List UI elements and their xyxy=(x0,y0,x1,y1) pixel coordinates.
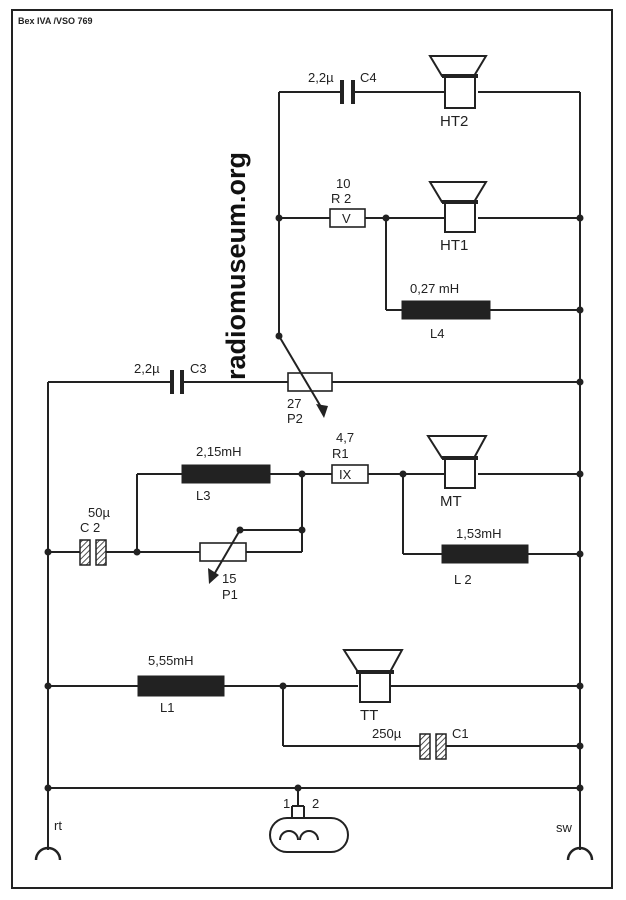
mt-branch xyxy=(48,473,580,555)
capacitor-c3 xyxy=(170,370,184,394)
l4-label: L4 xyxy=(430,326,444,341)
speaker-tt xyxy=(342,649,404,703)
p2-value: 27 xyxy=(287,396,301,411)
capacitor-c4 xyxy=(340,80,355,104)
tt-branch xyxy=(48,685,580,747)
speaker-mt xyxy=(426,435,488,489)
inductor-l1 xyxy=(137,675,225,697)
capacitor-c2 xyxy=(79,539,107,566)
p1-label: P1 xyxy=(222,587,238,602)
terminal-rt-label: rt xyxy=(54,818,62,833)
junction-dot xyxy=(275,214,283,222)
l3-value: 2,15mH xyxy=(196,444,242,459)
junction-dot xyxy=(576,470,584,478)
ht1-branch xyxy=(279,217,580,311)
junction-dot xyxy=(298,470,306,478)
resistor-r2 xyxy=(329,208,366,228)
c2-label: C 2 xyxy=(80,520,100,535)
r2-value: 10 xyxy=(336,176,350,191)
junction-dot xyxy=(298,526,306,534)
mt-label: MT xyxy=(440,493,462,510)
p2-label: P2 xyxy=(287,411,303,426)
r1-label: R1 xyxy=(332,446,349,461)
p1-value: 15 xyxy=(222,571,236,586)
junction-dot xyxy=(576,306,584,314)
c1-value: 250µ xyxy=(372,726,402,741)
junction-dot xyxy=(576,214,584,222)
c4-value: 2,2µ xyxy=(308,70,334,85)
l1-value: 5,55mH xyxy=(148,653,194,668)
terminal-sw-label: sw xyxy=(556,820,573,835)
speaker-ht1 xyxy=(428,181,488,233)
r2-symbol: V xyxy=(342,211,351,226)
junction-dot xyxy=(382,214,390,222)
l4-value: 0,27 mH xyxy=(410,281,459,296)
ht1-label: HT1 xyxy=(440,237,468,254)
junction-dot xyxy=(279,682,287,690)
tt-label: TT xyxy=(360,707,378,724)
junction-dot xyxy=(576,742,584,750)
connector-pin-1: 1 xyxy=(283,796,290,811)
capacitor-c1 xyxy=(419,733,447,760)
speaker-ht2 xyxy=(428,55,488,109)
c3-label: C3 xyxy=(190,361,207,376)
p2-wiper-arrow xyxy=(278,335,328,418)
potentiometer-p2 xyxy=(287,372,333,392)
l3-label: L3 xyxy=(196,488,210,503)
inductor-l2 xyxy=(441,544,529,564)
l2-label: L 2 xyxy=(454,572,472,587)
ht2-branch xyxy=(278,91,580,336)
junction-dot xyxy=(576,378,584,386)
junction-dot xyxy=(576,550,584,558)
junction-dot xyxy=(399,470,407,478)
junction-dot xyxy=(44,548,52,556)
l1-label: L1 xyxy=(160,700,174,715)
junction-dot xyxy=(576,682,584,690)
terminal-left-hook xyxy=(34,846,62,861)
schematic-frame xyxy=(11,9,613,889)
junction-dot xyxy=(576,784,584,792)
ht2-label: HT2 xyxy=(440,113,468,130)
resistor-r1 xyxy=(331,464,369,484)
input-connector xyxy=(269,788,349,853)
connector-pin-2: 2 xyxy=(312,796,319,811)
junction-dot xyxy=(44,682,52,690)
l2-value: 1,53mH xyxy=(456,526,502,541)
watermark-text: radiomuseum.org xyxy=(221,152,251,380)
c4-label: C4 xyxy=(360,70,377,85)
terminal-right-hook xyxy=(566,846,594,861)
c1-label: C1 xyxy=(452,726,469,741)
junction-dot xyxy=(133,548,141,556)
inductor-l4 xyxy=(401,300,491,320)
r1-value: 4,7 xyxy=(336,430,354,445)
p1-wiper-arrow xyxy=(208,529,241,584)
schematic-reference: Bex IVA /VSO 769 xyxy=(18,16,93,26)
r1-symbol: IX xyxy=(339,467,352,482)
bottom-wiring xyxy=(48,787,580,789)
r2-label: R 2 xyxy=(331,191,351,206)
inductor-l3 xyxy=(181,464,271,484)
c2-value: 50µ xyxy=(88,505,110,520)
c3-value: 2,2µ xyxy=(134,361,160,376)
junction-dot xyxy=(44,784,52,792)
